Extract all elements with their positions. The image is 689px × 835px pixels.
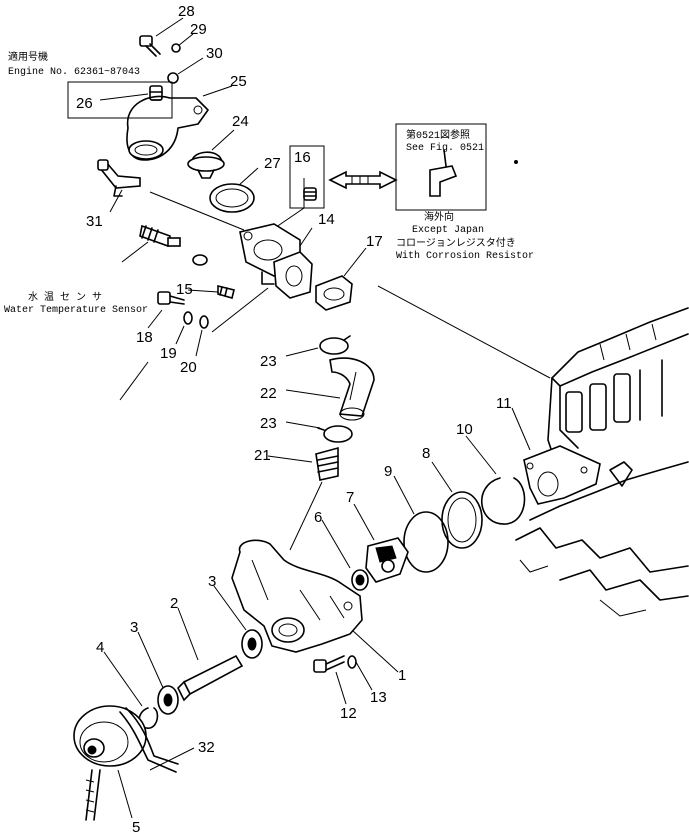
part-23-clamp-lower: [317, 425, 353, 443]
callout-20: 20: [180, 359, 197, 376]
part-13-washer: [347, 655, 357, 669]
callout-21: 21: [254, 447, 271, 464]
serial-box: [67, 81, 173, 119]
part-4-snap-ring: [138, 707, 159, 729]
part-10-snap-ring: [481, 477, 526, 525]
callout-24: 24: [232, 113, 249, 130]
water-temperature-sensor: [139, 224, 181, 248]
callout-10: 10: [456, 421, 473, 438]
callout-26: 26: [76, 95, 93, 112]
part-20-washer: [199, 315, 209, 329]
marker-dot: [514, 160, 518, 164]
callout-25: 25: [230, 73, 247, 90]
part-7-impeller: [365, 537, 409, 583]
callout-13: 13: [370, 689, 387, 706]
callout-15: 15: [176, 281, 193, 298]
callout-5: 5: [132, 819, 140, 835]
callout-31: 31: [86, 213, 103, 230]
callout-18: 18: [136, 329, 153, 346]
callout-23-upper: 23: [260, 353, 277, 370]
callout-30: 30: [206, 45, 223, 62]
reference-box: [395, 123, 487, 211]
part-31-fitting: [97, 159, 141, 197]
callout-4: 4: [96, 639, 104, 656]
part-1-pump-body: [231, 539, 363, 653]
part-22-hose: [329, 357, 375, 421]
callout-11: 11: [496, 395, 512, 412]
ref-note-jp: 第0521図参照: [406, 128, 470, 142]
part-2-shaft: [177, 654, 244, 702]
part-17-gasket: [315, 275, 353, 311]
part-9-o-ring: [403, 511, 449, 573]
except-note-jp: 海外向: [424, 210, 454, 224]
part-16-plug: [303, 187, 317, 201]
part-28-bolt: [139, 35, 161, 57]
serial-note-en: Engine No. 62361~87043: [8, 66, 140, 78]
callout-27: 27: [264, 155, 281, 172]
housing-washer: [192, 254, 208, 266]
part-3-bearing-a: [241, 629, 263, 659]
part-21-connector: [315, 446, 339, 481]
part-16-box: [289, 145, 325, 209]
ref-note-en: See Fig. 0521: [406, 142, 484, 154]
serial-note-jp: 適用号機: [8, 50, 48, 64]
callout-22: 22: [260, 385, 277, 402]
reference-fitting: [429, 149, 458, 197]
resistor-note-en: With Corrosion Resistor: [396, 250, 534, 262]
callout-7: 7: [346, 489, 354, 506]
callout-28: 28: [178, 3, 195, 20]
part-27-gasket: [209, 183, 255, 213]
part-29-washer: [171, 43, 181, 53]
callout-3-upper: 3: [208, 573, 216, 590]
part-8-seal-plate: [441, 491, 483, 549]
part-32-belt: [85, 707, 179, 821]
part-5-pulley: [73, 705, 147, 767]
part-14-gasket: [273, 251, 313, 299]
sensor-note-en: Water Temperature Sensor: [4, 305, 148, 316]
callout-16: 16: [294, 149, 311, 166]
callout-32: 32: [198, 739, 215, 756]
except-note-en: Except Japan: [412, 225, 484, 236]
resistor-note-jp: コロージョンレジスタ付き: [396, 236, 516, 250]
part-3-bearing-b: [157, 685, 179, 715]
callout-17: 17: [366, 233, 383, 250]
reference-arrow: [328, 170, 398, 190]
leader-lines: [99, 17, 551, 819]
callout-19: 19: [160, 345, 177, 362]
callout-1: 1: [398, 667, 406, 684]
engine-block: [515, 307, 689, 617]
part-18-bolt: [157, 291, 185, 305]
sensor-note-jp: 水 温 セ ン サ: [28, 291, 102, 304]
part-11-gasket: [523, 445, 601, 505]
callout-2: 2: [170, 595, 178, 612]
part-6-seal: [351, 569, 369, 591]
part-24-thermostat: [187, 151, 225, 179]
callout-6: 6: [314, 509, 322, 526]
callout-14: 14: [318, 211, 335, 228]
part-12-bolt: [313, 655, 345, 673]
callout-8: 8: [422, 445, 430, 462]
callout-12: 12: [340, 705, 357, 722]
callout-23-lower: 23: [260, 415, 277, 432]
callout-9: 9: [384, 463, 392, 480]
callout-29: 29: [190, 21, 207, 38]
part-25-thermostat-cover: [126, 95, 209, 161]
callout-3-lower: 3: [130, 619, 138, 636]
part-23-clamp-upper: [319, 335, 351, 355]
part-19-washer: [183, 311, 193, 325]
part-30-washer: [167, 72, 179, 84]
part-15-plug: [217, 284, 235, 299]
